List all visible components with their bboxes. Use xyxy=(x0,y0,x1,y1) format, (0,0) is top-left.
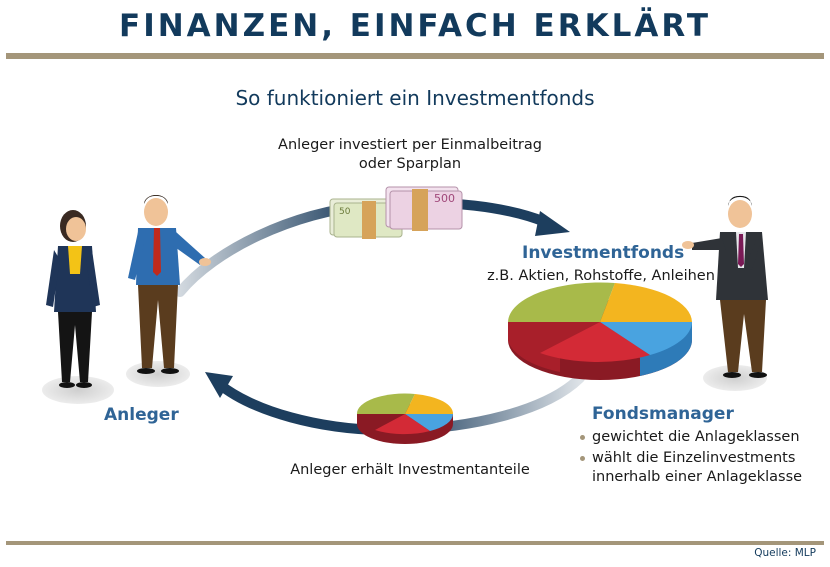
investor-woman-figure xyxy=(42,210,114,404)
diagram-subtitle: So funktioniert ein Investmentfonds xyxy=(235,86,595,110)
source-note: Quelle: MLP xyxy=(754,547,816,559)
banknotes-icon: 50 500 xyxy=(329,186,463,239)
fund-detail: z.B. Aktien, Rohstoffe, Anleihen xyxy=(487,268,715,284)
investment-caption-line2: oder Sparplan xyxy=(358,156,462,172)
manager-title: Fondsmanager xyxy=(592,404,734,424)
manager-point: gewichtet die Anlageklassen xyxy=(578,428,828,447)
bottom-divider xyxy=(6,541,824,545)
fund-pie-chart xyxy=(508,282,692,380)
svg-text:500: 500 xyxy=(434,192,455,205)
page-title: FINANZEN, EINFACH ERKLÄRT xyxy=(119,8,711,44)
manager-points-list: gewichtet die Anlageklassen wählt die Ei… xyxy=(578,428,828,489)
investor-man-figure xyxy=(126,195,211,387)
fund-manager-figure xyxy=(682,195,768,391)
svg-text:50: 50 xyxy=(339,207,351,217)
investment-caption: Anleger investiert per Einmalbeitrag ode… xyxy=(255,136,565,174)
top-divider xyxy=(6,53,824,59)
investor-label: Anleger xyxy=(104,405,179,425)
shares-caption: Anleger erhält Investmentanteile xyxy=(290,462,530,478)
fund-title: Investmentfonds xyxy=(522,243,685,263)
shares-pie-chart xyxy=(356,393,454,444)
manager-point: wählt die Einzelinvestments innerhalb ei… xyxy=(578,449,828,487)
investment-caption-line1: Anleger investiert per Einmalbeitrag xyxy=(278,137,542,153)
